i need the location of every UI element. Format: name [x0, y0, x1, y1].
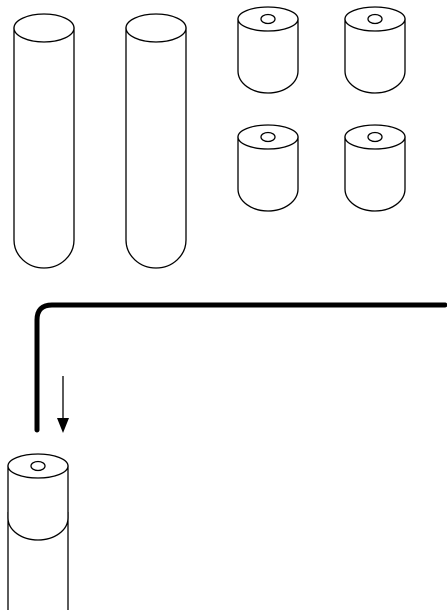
long-cylinder-2 — [125, 13, 187, 269]
bore-hole — [367, 13, 383, 25]
short-hollow-cylinder-3 — [237, 124, 299, 212]
bent-rod — [34, 302, 447, 433]
down-arrow-icon — [57, 376, 69, 433]
tube-with-insert — [7, 453, 69, 610]
bore-hole — [30, 460, 46, 472]
short-hollow-cylinder-2 — [344, 6, 406, 94]
short-hollow-cylinder-1 — [237, 6, 299, 94]
long-cylinder-1 — [13, 13, 75, 269]
inserted-cylinder — [7, 465, 69, 541]
short-hollow-cylinder-4 — [344, 124, 406, 212]
bore-hole — [260, 13, 276, 25]
bore-hole — [260, 131, 276, 143]
bore-hole — [367, 131, 383, 143]
